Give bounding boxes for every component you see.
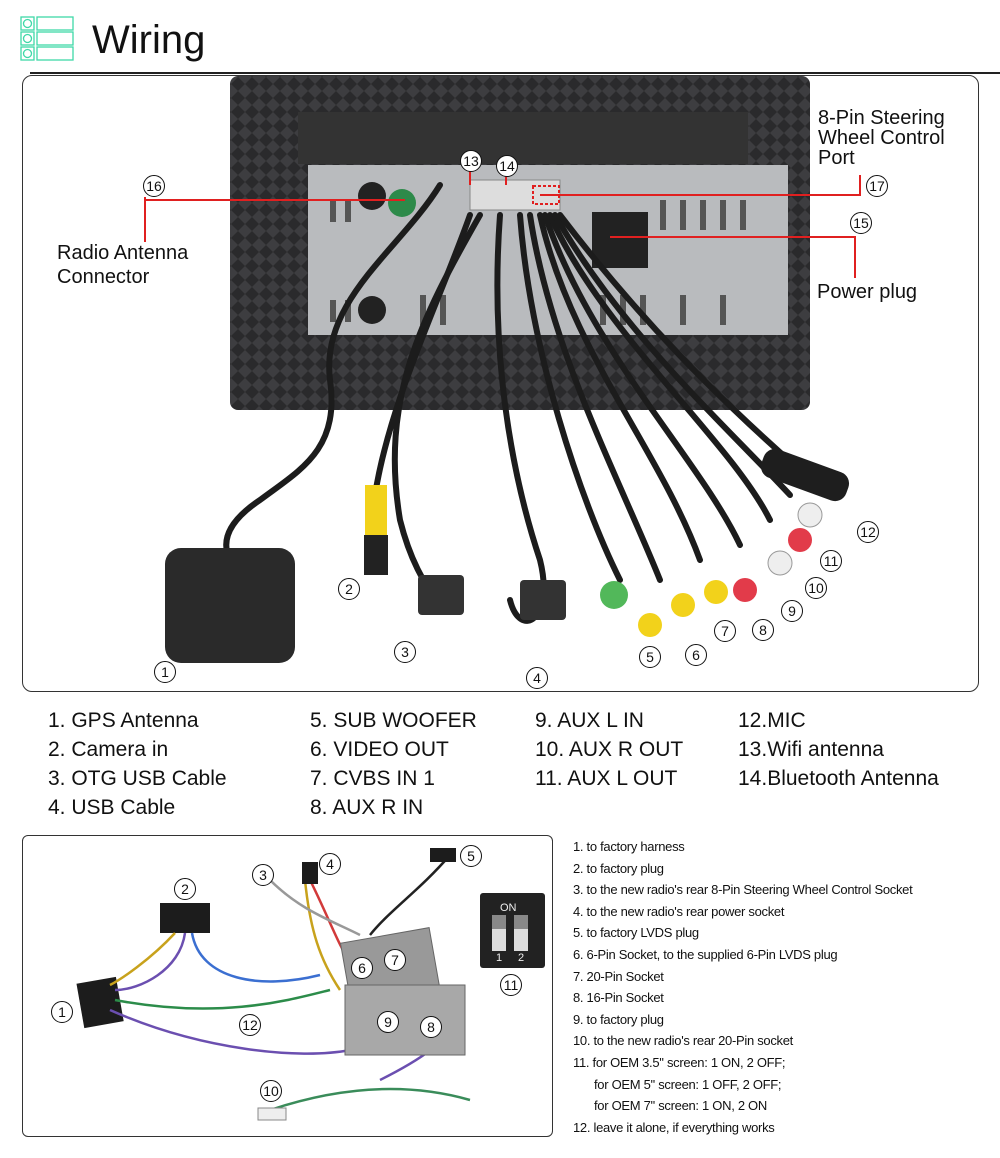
callout-8: 8 — [752, 619, 774, 641]
legend-item: 7. CVBS IN 1 — [310, 767, 435, 790]
power-plug-label: Power plug — [817, 281, 918, 303]
legend-item: 6. VIDEO OUT — [310, 738, 449, 761]
callout-9: 9 — [781, 600, 803, 622]
gps-antenna — [165, 548, 295, 663]
callout-6: 6 — [351, 957, 373, 979]
note-item: 8. 16-Pin Socket — [573, 990, 664, 1006]
callout-3: 3 — [252, 864, 274, 886]
dip-switch-2-label: 2 — [518, 952, 525, 964]
callout-14: 14 — [496, 155, 518, 177]
label-line: 8-Pin Steering — [818, 107, 945, 129]
legend-item: 5. SUB WOOFER — [310, 709, 477, 732]
note-item: 2. to factory plug — [573, 860, 664, 876]
note-item: 4. to the new radio's rear power socket — [573, 903, 785, 919]
legend-column-3: 9. AUX L IN 10. AUX R OUT 11. AUX L OUT — [535, 706, 683, 793]
callout-8: 8 — [420, 1016, 442, 1038]
callout-15: 15 — [850, 212, 872, 234]
label-line: Wheel Control — [818, 127, 945, 149]
note-item: 6. 6-Pin Socket, to the supplied 6-Pin L… — [573, 946, 838, 962]
label-line: Radio Antenna — [57, 242, 189, 264]
callout-10: 10 — [260, 1080, 282, 1102]
harness-notes: 1. to factory harness 2. to factory plug… — [573, 836, 913, 1138]
harness-panel — [22, 835, 553, 1137]
radio-rear-illustration — [144, 76, 861, 663]
dip-switch-on-label: ON — [500, 902, 517, 914]
callout-2: 2 — [338, 578, 360, 600]
note-item: for OEM 5'' screen: 1 OFF, 2 OFF; — [594, 1076, 782, 1092]
note-item: 11. for OEM 3.5'' screen: 1 ON, 2 OFF; — [573, 1054, 786, 1070]
callout-5: 5 — [460, 845, 482, 867]
legend-column-2: 5. SUB WOOFER 6. VIDEO OUT 7. CVBS IN 1 8. … — [310, 706, 477, 822]
legend-item: 10. AUX R OUT — [535, 738, 684, 761]
callout-5: 5 — [639, 646, 661, 668]
legend-item: 1. GPS Antenna — [48, 709, 199, 732]
note-item: 1. to factory harness — [573, 839, 685, 854]
legend-column-4: 12.MIC 13.Wifi antenna 14.Bluetooth Antenn… — [738, 706, 939, 793]
note-item: 10. to the new radio's rear 20-Pin socke… — [573, 1033, 793, 1049]
legend-item: 12.MIC — [738, 709, 806, 732]
page-title: Wiring — [92, 18, 206, 62]
label-line: Port — [818, 147, 855, 169]
callout-1: 1 — [154, 661, 176, 683]
callout-6: 6 — [685, 644, 707, 666]
callout-3: 3 — [394, 641, 416, 663]
title-divider — [30, 72, 1000, 74]
callout-7: 7 — [714, 620, 736, 642]
callout-2: 2 — [174, 878, 196, 900]
legend-item: 11. AUX L OUT — [535, 767, 678, 790]
callout-13: 13 — [460, 150, 482, 172]
legend-item: 13.Wifi antenna — [738, 738, 884, 761]
callout-9: 9 — [377, 1011, 399, 1033]
note-item: 9. to factory plug — [573, 1011, 664, 1027]
note-item: 7. 20-Pin Socket — [573, 968, 664, 984]
legend-item: 8. AUX R IN — [310, 796, 424, 819]
note-item: 5. to factory LVDS plug — [573, 925, 699, 941]
callout-4: 4 — [319, 853, 341, 875]
legend-column-1: 1. GPS Antenna 2. Camera in 3. OTG USB Cab… — [48, 706, 227, 822]
callout-12: 12 — [857, 521, 879, 543]
legend-item: 4. USB Cable — [48, 796, 176, 819]
list-icon — [20, 16, 76, 67]
legend-item: 14.Bluetooth Antenna — [738, 767, 939, 790]
callout-1: 1 — [51, 1001, 73, 1023]
note-item: 12. leave it alone, if everything works — [573, 1119, 775, 1135]
legend-item: 2. Camera in — [48, 738, 169, 761]
note-item: 3. to the new radio's rear 8-Pin Steerin… — [573, 882, 913, 898]
label-line: Connector — [57, 266, 150, 288]
legend-item: 3. OTG USB Cable — [48, 767, 227, 790]
dip-switch-1-label: 1 — [496, 952, 503, 964]
callout-12: 12 — [239, 1014, 261, 1036]
power-socket — [592, 212, 648, 268]
callout-11: 11 — [820, 550, 842, 572]
callout-7: 7 — [384, 949, 406, 971]
callout-4: 4 — [526, 667, 548, 689]
legend-item: 9. AUX L IN — [535, 709, 644, 732]
callout-10: 10 — [805, 577, 827, 599]
callout-11: 11 — [500, 974, 522, 996]
callout-16: 16 — [143, 175, 165, 197]
callout-17: 17 — [866, 175, 888, 197]
note-item: for OEM 7'' screen: 1 ON, 2 ON — [594, 1098, 767, 1114]
